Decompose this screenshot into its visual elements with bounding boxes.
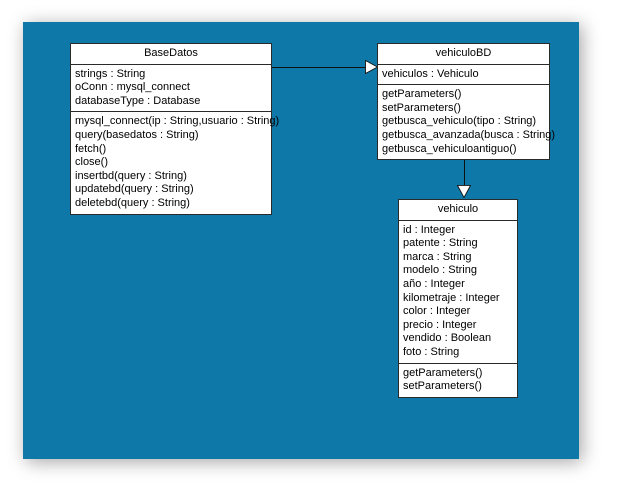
uml-class-basedatos-title: BaseDatos — [71, 44, 271, 65]
uml-class-vehiculo[interactable]: vehiculo id : Integer patente : String m… — [398, 199, 518, 398]
uml-attribute: color : Integer — [403, 305, 471, 318]
uml-class-vehiculobd-operations: getParameters() setParameters() getbusca… — [378, 85, 556, 159]
uml-attribute: vendido : Boolean — [403, 332, 492, 345]
uml-operation: deletebd(query : String) — [75, 196, 190, 209]
uml-operation: getbusca_vehiculo(tipo : String) — [382, 115, 537, 128]
uml-operation: getParameters() — [403, 366, 483, 379]
uml-attribute: vehiculos : Vehiculo — [382, 67, 479, 80]
uml-operation: getbusca_vehiculoantiguo() — [382, 142, 517, 155]
uml-operation: query(basedatos : String) — [75, 128, 199, 141]
uml-operation: setParameters() — [382, 101, 461, 114]
uml-attribute: precio : Integer — [403, 318, 477, 331]
uml-operation: getParameters() — [382, 88, 462, 101]
uml-attribute: marca : String — [403, 250, 472, 263]
uml-class-vehiculo-attributes: id : Integer patente : String marca : St… — [399, 221, 517, 364]
uml-operation: updatebd(query : String) — [75, 183, 194, 196]
uml-class-basedatos-operations: mysql_connect(ip : String,usuario : Stri… — [71, 112, 280, 213]
uml-operation: mysql_connect(ip : String,usuario : Stri… — [75, 115, 280, 128]
uml-attribute: patente : String — [403, 237, 478, 250]
uml-operation: setParameters() — [403, 380, 482, 393]
uml-attribute: año : Integer — [403, 277, 465, 290]
uml-attribute: id : Integer — [403, 223, 455, 236]
uml-class-vehiculo-title: vehiculo — [399, 200, 517, 221]
uml-operation: close() — [75, 156, 109, 169]
uml-operation: getbusca_avanzada(busca : String) — [382, 128, 556, 141]
uml-attribute: kilometraje : Integer — [403, 291, 500, 304]
uml-attribute: databaseType : Database — [75, 94, 201, 107]
uml-class-vehiculobd[interactable]: vehiculoBD vehiculos : Vehiculo getParam… — [377, 43, 556, 161]
connector-basedatos-to-vehiculobd-line[interactable] — [272, 67, 379, 68]
uml-class-vehiculobd-title: vehiculoBD — [378, 44, 549, 65]
connector-vehiculobd-to-vehiculo-line[interactable] — [464, 155, 465, 187]
uml-class-basedatos-attributes: strings : String oConn : mysql_connect d… — [71, 65, 271, 113]
uml-operation: fetch() — [75, 142, 107, 155]
uml-operation: insertbd(query : String) — [75, 169, 187, 182]
uml-attribute: strings : String — [75, 67, 146, 80]
uml-class-basedatos[interactable]: BaseDatos strings : String oConn : mysql… — [70, 43, 280, 215]
uml-class-vehiculo-operations: getParameters() setParameters() — [399, 364, 517, 397]
uml-attribute: modelo : String — [403, 264, 477, 277]
uml-attribute: oConn : mysql_connect — [75, 81, 190, 94]
diagram-canvas[interactable]: BaseDatos strings : String oConn : mysql… — [23, 22, 579, 459]
connector-basedatos-to-vehiculobd-arrowhead-icon — [365, 60, 378, 74]
uml-class-vehiculobd-attributes: vehiculos : Vehiculo — [378, 65, 549, 86]
connector-vehiculobd-to-vehiculo-arrowhead-icon — [457, 185, 471, 198]
uml-attribute: foto : String — [403, 345, 460, 358]
